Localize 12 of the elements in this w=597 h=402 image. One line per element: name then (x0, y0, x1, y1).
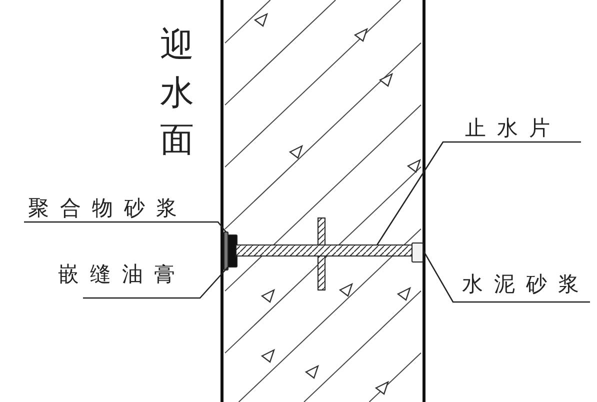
callout-label: 聚合物砂浆 (28, 195, 188, 222)
mortar-patch (412, 242, 424, 262)
leader-line (83, 266, 228, 299)
leader-line (24, 221, 226, 232)
tie-bolt (236, 244, 412, 256)
callout-label: 水泥砂浆 (462, 271, 590, 298)
leader-line (422, 250, 590, 303)
leader-line (376, 141, 581, 246)
callout-label: 嵌缝油膏 (58, 261, 186, 288)
sealant-block (228, 234, 238, 268)
side-label: 迎水面 (160, 24, 194, 162)
callout-label: 止水片 (465, 115, 561, 142)
